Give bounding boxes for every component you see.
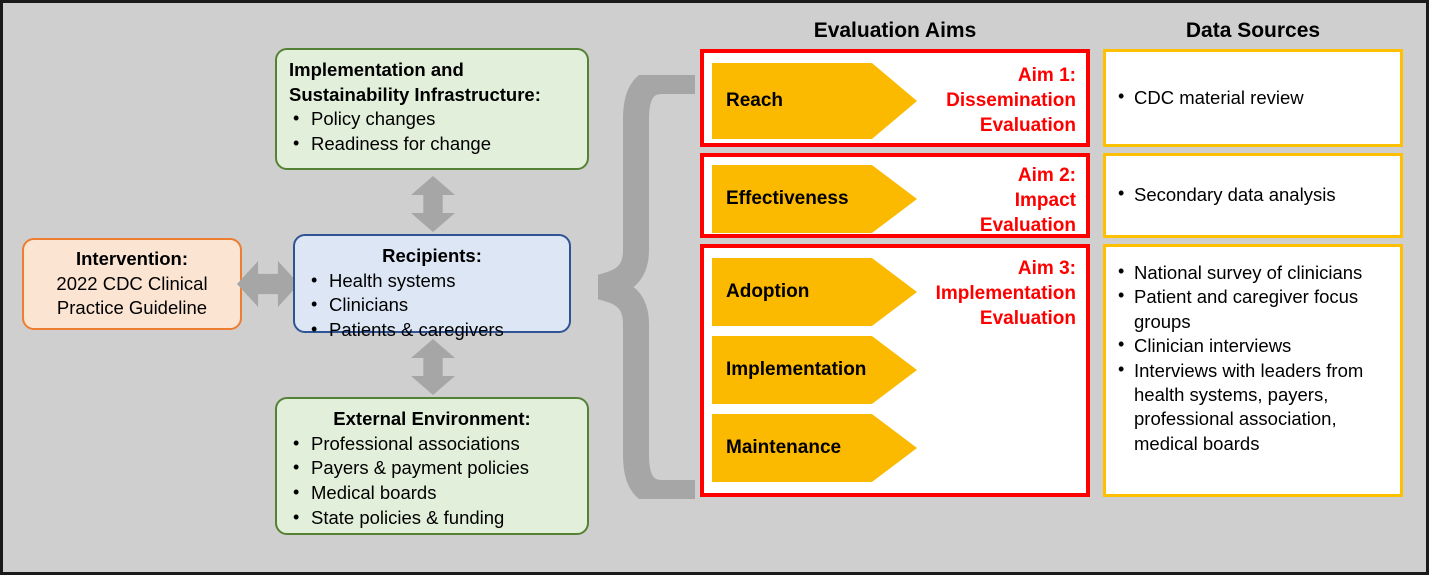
list-item: Patient and caregiver focus groups: [1114, 284, 1390, 334]
aim-2-label: Aim 2: Impact Evaluation: [979, 165, 1076, 237]
data-source-box-3: National survey of clinicians Patient an…: [1103, 244, 1403, 497]
data-source-box-2: Secondary data analysis: [1103, 153, 1403, 238]
list-item: Health systems: [307, 268, 557, 294]
data-source-list-3: National survey of clinicians Patient an…: [1114, 260, 1390, 457]
list-item: Clinician interviews: [1114, 333, 1390, 358]
data-source-list-2: Secondary data analysis: [1114, 182, 1390, 207]
intervention-line-1: 2022 CDC Clinical: [56, 272, 208, 294]
list-item: Policy changes: [289, 106, 575, 132]
aim-box-1: Reach Aim 1: Dissemination Evaluation: [700, 49, 1090, 147]
arrow-intervention-recipients: [237, 261, 299, 307]
arrow-recipients-external: [411, 339, 455, 395]
list-item: Clinicians: [307, 292, 557, 318]
chevron-maintenance: Maintenance: [712, 414, 917, 482]
brace-connector: [598, 75, 695, 499]
header-data-sources: Data Sources: [1185, 19, 1321, 42]
list-item: State policies & funding: [289, 505, 575, 531]
list-item: Medical boards: [289, 480, 575, 506]
list-item: Professional associations: [289, 431, 575, 457]
external-environment-box: External Environment: Professional assoc…: [275, 397, 589, 535]
list-item: Readiness for change: [289, 131, 575, 157]
list-item: Payers & payment policies: [289, 455, 575, 481]
recipients-box: Recipients: Health systems Clinicians Pa…: [293, 234, 571, 341]
recipients-list: Health systems Clinicians Patients & car…: [307, 268, 557, 343]
aim-box-3: Adoption Implementation Maintenance Aim …: [700, 244, 1090, 497]
list-item: Interviews with leaders from health syst…: [1114, 358, 1390, 457]
infrastructure-list: Policy changes Readiness for change: [289, 106, 575, 157]
chevron-reach: Reach: [712, 63, 917, 139]
chevron-implementation: Implementation: [712, 336, 917, 404]
recipients-title: Recipients:: [382, 245, 482, 266]
chevron-label: Effectiveness: [726, 188, 849, 209]
aim-3-label: Aim 3: Implementation Evaluation: [935, 258, 1076, 330]
chevron-adoption: Adoption: [712, 258, 917, 326]
data-source-box-1: CDC material review: [1103, 49, 1403, 147]
aim-1-label: Aim 1: Dissemination Evaluation: [946, 65, 1076, 137]
list-item: CDC material review: [1114, 85, 1390, 110]
header-evaluation-aims: Evaluation Aims: [813, 19, 977, 42]
list-item: National survey of clinicians: [1114, 260, 1390, 285]
intervention-line-2: Practice Guideline: [56, 297, 208, 319]
external-environment-title: External Environment:: [333, 408, 531, 429]
arrow-infrastructure-recipients: [411, 176, 455, 232]
chevron-label: Adoption: [726, 281, 810, 302]
chevron-effectiveness: Effectiveness: [712, 165, 917, 233]
intervention-box: Intervention: 2022 CDC Clinical Practice…: [22, 238, 242, 330]
external-environment-list: Professional associations Payers & payme…: [289, 431, 575, 531]
chevron-label: Implementation: [726, 359, 867, 380]
chevron-label: Reach: [726, 90, 784, 111]
infrastructure-title-line-1: Implementation and: [289, 59, 464, 80]
infrastructure-box: Implementation and Sustainability Infras…: [275, 48, 589, 170]
list-item: Secondary data analysis: [1114, 182, 1390, 207]
list-item: Patients & caregivers: [307, 317, 557, 343]
data-source-list-1: CDC material review: [1114, 85, 1390, 110]
infrastructure-title-line-2: Sustainability Infrastructure:: [289, 83, 541, 105]
aim-box-2: Effectiveness Aim 2: Impact Evaluation: [700, 153, 1090, 238]
intervention-title: Intervention:: [75, 248, 189, 270]
chevron-label: Maintenance: [726, 437, 842, 458]
